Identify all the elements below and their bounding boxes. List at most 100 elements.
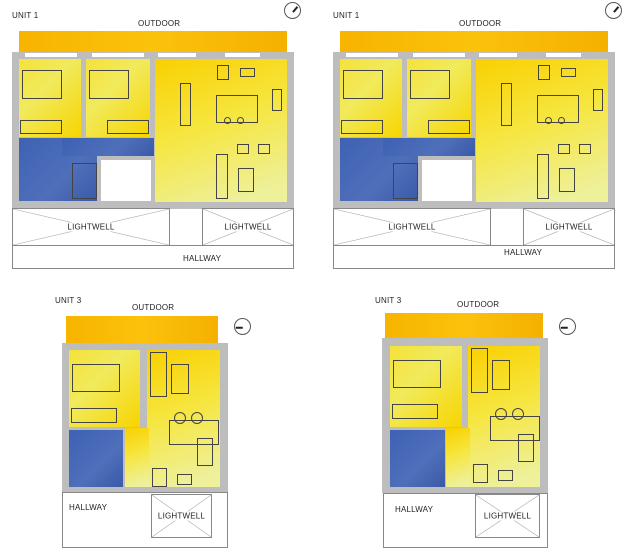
furniture <box>559 168 575 192</box>
window <box>413 53 465 57</box>
furniture <box>341 120 383 134</box>
furniture <box>20 120 62 134</box>
hallway-label: HALLWAY <box>69 503 108 512</box>
outdoor-balcony <box>66 316 218 343</box>
lightwell-label: LIGHTWELL <box>387 222 437 232</box>
furniture <box>180 83 191 126</box>
corridor <box>62 138 154 156</box>
bedroom <box>390 346 462 427</box>
bathroom <box>69 430 123 487</box>
furniture <box>240 68 255 77</box>
entry <box>446 428 470 487</box>
furniture <box>191 412 203 424</box>
north-compass-icon <box>559 318 576 335</box>
window <box>546 53 581 57</box>
outdoor-label: OUTDOOR <box>132 303 175 312</box>
lightwell-label: LIGHTWELL <box>482 511 533 521</box>
furniture <box>216 154 228 199</box>
window <box>92 53 144 57</box>
furniture <box>428 120 470 134</box>
north-compass-icon <box>234 318 251 335</box>
unit-label: UNIT 3 <box>55 296 82 305</box>
corridor <box>383 138 475 156</box>
furniture <box>498 470 513 481</box>
furniture <box>561 68 576 77</box>
lightwell-label: LIGHTWELL <box>66 222 116 232</box>
furniture <box>217 65 229 80</box>
unit-label: UNIT 3 <box>375 296 402 305</box>
furniture <box>89 70 129 99</box>
window <box>479 53 517 57</box>
closet <box>101 160 151 201</box>
furniture <box>272 89 282 111</box>
bedroom <box>69 350 140 427</box>
hallway <box>333 245 615 269</box>
furniture <box>392 404 438 419</box>
lightwell: LIGHTWELL <box>333 208 491 246</box>
outdoor-label: OUTDOOR <box>459 19 502 28</box>
furniture <box>473 464 488 483</box>
furniture <box>150 352 167 397</box>
furniture <box>72 364 120 392</box>
unit-label: UNIT 1 <box>333 11 360 20</box>
furniture <box>558 144 570 154</box>
window <box>25 53 77 57</box>
living-kitchen <box>476 59 608 202</box>
furniture <box>177 474 192 485</box>
hallway <box>12 245 294 269</box>
furniture <box>393 360 441 388</box>
window <box>346 53 398 57</box>
outdoor-balcony <box>385 313 543 338</box>
furniture <box>492 360 510 390</box>
outdoor-balcony <box>19 31 287 52</box>
furniture <box>238 168 254 192</box>
lightwell-label: LIGHTWELL <box>156 511 207 521</box>
lightwell-label: LIGHTWELL <box>544 222 594 232</box>
furniture <box>152 468 167 487</box>
outdoor-label: OUTDOOR <box>457 300 500 309</box>
hallway-label: HALLWAY <box>183 254 222 263</box>
furniture <box>237 144 249 154</box>
furniture <box>512 408 524 420</box>
furniture <box>501 83 512 126</box>
furniture <box>22 70 62 99</box>
furniture <box>258 144 270 154</box>
lightwell: LIGHTWELL <box>12 208 170 246</box>
furniture <box>171 364 189 394</box>
window <box>158 53 196 57</box>
furniture <box>224 117 231 124</box>
lightwell-label: LIGHTWELL <box>223 222 273 232</box>
furniture <box>197 438 213 466</box>
north-compass-icon <box>284 2 301 19</box>
lightwell: LIGHTWELL <box>523 208 615 246</box>
furniture <box>538 65 550 80</box>
lightwell: LIGHTWELL <box>202 208 294 246</box>
hallway-label: HALLWAY <box>395 505 434 514</box>
unit-label: UNIT 1 <box>12 11 39 20</box>
furniture <box>343 70 383 99</box>
furniture <box>518 434 534 462</box>
furniture <box>495 408 507 420</box>
living-kitchen <box>155 59 287 202</box>
window <box>225 53 260 57</box>
furniture <box>593 89 603 111</box>
outdoor-balcony <box>340 31 608 52</box>
lightwell: LIGHTWELL <box>475 494 540 538</box>
furniture <box>107 120 149 134</box>
furniture <box>471 348 488 393</box>
furniture <box>237 117 244 124</box>
outdoor-label: OUTDOOR <box>138 19 181 28</box>
furniture <box>579 144 591 154</box>
furniture <box>71 408 117 423</box>
lightwell: LIGHTWELL <box>151 494 212 538</box>
bathroom <box>390 430 445 487</box>
furniture <box>174 412 186 424</box>
furniture <box>72 163 97 199</box>
furniture <box>537 154 549 199</box>
closet <box>422 160 472 201</box>
furniture <box>410 70 450 99</box>
hallway-label: HALLWAY <box>504 248 543 257</box>
furniture <box>558 117 565 124</box>
furniture <box>545 117 552 124</box>
furniture <box>393 163 418 199</box>
